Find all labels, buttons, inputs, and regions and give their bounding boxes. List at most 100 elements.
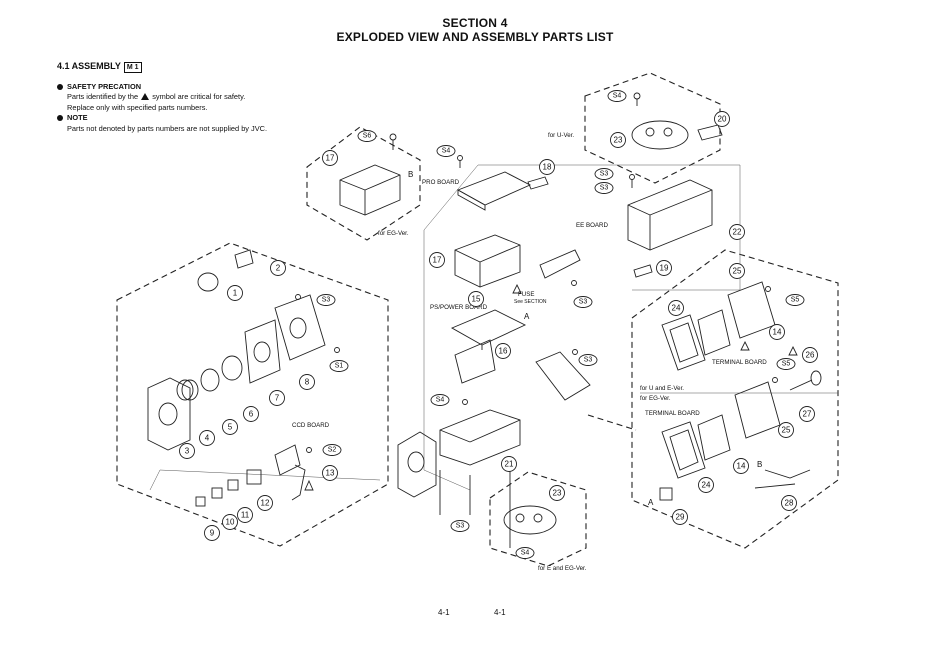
part-ee-board [539,249,581,279]
label-ccd-board: CCD BOARD [292,422,330,429]
screw-label: S5 [782,361,791,368]
part-ccd-board [274,444,301,476]
part-callout-circle [199,430,215,446]
part-number-label: 27 [803,410,812,419]
part-number-label: 1 [233,289,238,298]
part-callout-circle [672,509,688,525]
part-callout-circle [778,422,794,438]
label-for-eg-ver: for EG-Ver. [378,230,409,237]
label-letter-a: A [648,498,654,507]
warning-triangle-icon [141,93,150,101]
part-number-label: 17 [433,256,442,265]
label-for-eg-ver-2: for EG-Ver. [640,395,671,402]
part-5-ring [200,368,220,392]
part-3-front-cover [147,377,191,451]
part-20-label [697,124,723,141]
part-number-label: 25 [782,426,791,435]
screw-callout-oval [515,547,535,559]
part-callout-circle [222,514,238,530]
label-letter-a: A [524,312,530,321]
part-27-connector [789,370,822,391]
screw-label: S3 [579,299,588,306]
part-callout-circle [714,111,730,127]
group-outline-right [631,249,839,549]
bullet-icon [57,84,63,91]
part-24-gasket-lower [661,421,706,479]
part-callout-circle [733,458,749,474]
group-outline-lens [116,242,389,547]
part-number-label: 17 [326,154,335,163]
part-number-label: 21 [505,460,514,469]
part-small-components [195,469,262,507]
label-terminal-board-upper: TERMINAL BOARD [712,359,767,366]
part-callout-circle [243,406,259,422]
part-number-label: 8 [305,378,310,387]
label-letter-b: B [757,460,762,469]
screw-callout-oval [578,354,598,366]
part-callout-circle [468,291,484,307]
screw-callout-oval [776,358,796,370]
screw-callout-oval [594,182,614,194]
part-number-label: 3 [185,447,190,456]
screw-callout-oval [357,130,377,142]
part-16-bracket [454,339,496,384]
group-outline-bottom [489,471,587,567]
part-number-label: 19 [660,264,669,273]
part-number-label: 23 [553,489,562,498]
part-callout-circle [802,347,818,363]
screw-label: S3 [600,185,609,192]
part-callout-circle [656,260,672,276]
part-number-label: 20 [718,115,727,124]
part-1-cap [197,272,219,292]
label-pro-board: PRO BOARD [422,179,460,186]
part-callout-circle [237,507,253,523]
screw-label: S4 [436,397,445,404]
screw-label: S3 [322,297,331,304]
part-number-label: 2 [276,264,281,273]
note-line-1: Parts not denoted by parts numbers are n… [67,123,268,133]
part-callout-circle [729,224,745,240]
part-25-terminal-upper [727,281,776,339]
warning-triangle-icons [304,283,798,491]
part-number-label: 4 [205,434,210,443]
part-number-label: 6 [249,410,254,419]
screw-callout-oval [594,168,614,180]
part-number-label: 9 [210,529,215,538]
part-17-middle-frame [454,234,521,288]
label-for-u-e-ver: for U and E-Ver. [640,385,684,392]
subsection-label: 4.1 ASSEMBLY [57,61,121,71]
part-callout-circle [270,260,286,276]
safety-line-2: Replace only with specified parts number… [67,102,208,112]
screw-callout-oval [329,360,349,372]
part-callout-circle [204,525,220,541]
screw-label: S3 [600,171,609,178]
screw-callout-oval [607,90,627,102]
part-number-label: 7 [275,394,280,403]
part-number-label: 22 [733,228,742,237]
model-badge: M 1 [123,62,142,73]
part-number-label: 15 [472,295,481,304]
safety-heading: SAFETY PRECATION [57,82,267,92]
part-22-cover [627,179,713,251]
screws [295,92,778,548]
part-number-label: 26 [806,351,815,360]
part-callout-circle [179,443,195,459]
part-number-label: 29 [676,513,685,522]
label-for-e-eg-ver: for E and EG-Ver. [538,565,587,572]
callout-dash [587,414,637,431]
label-see-section: See SECTION [514,299,547,305]
part-number-label: 5 [228,423,233,432]
part-28-cable [754,469,811,489]
label-letter-b: B [408,170,413,179]
guide-line [149,469,381,491]
part-callout-circle [322,150,338,166]
part-gasket-mid [535,351,591,401]
part-callout-circle [799,406,815,422]
part-terminal-board-lower [697,414,731,461]
bullet-icon [57,115,63,122]
part-18-label [527,176,549,190]
label-ps-power-board: PS/POWER BOARD [430,304,488,311]
part-callout-circle [299,374,315,390]
callout-group: 1234567891011121314141516171718192021222… [179,90,818,559]
